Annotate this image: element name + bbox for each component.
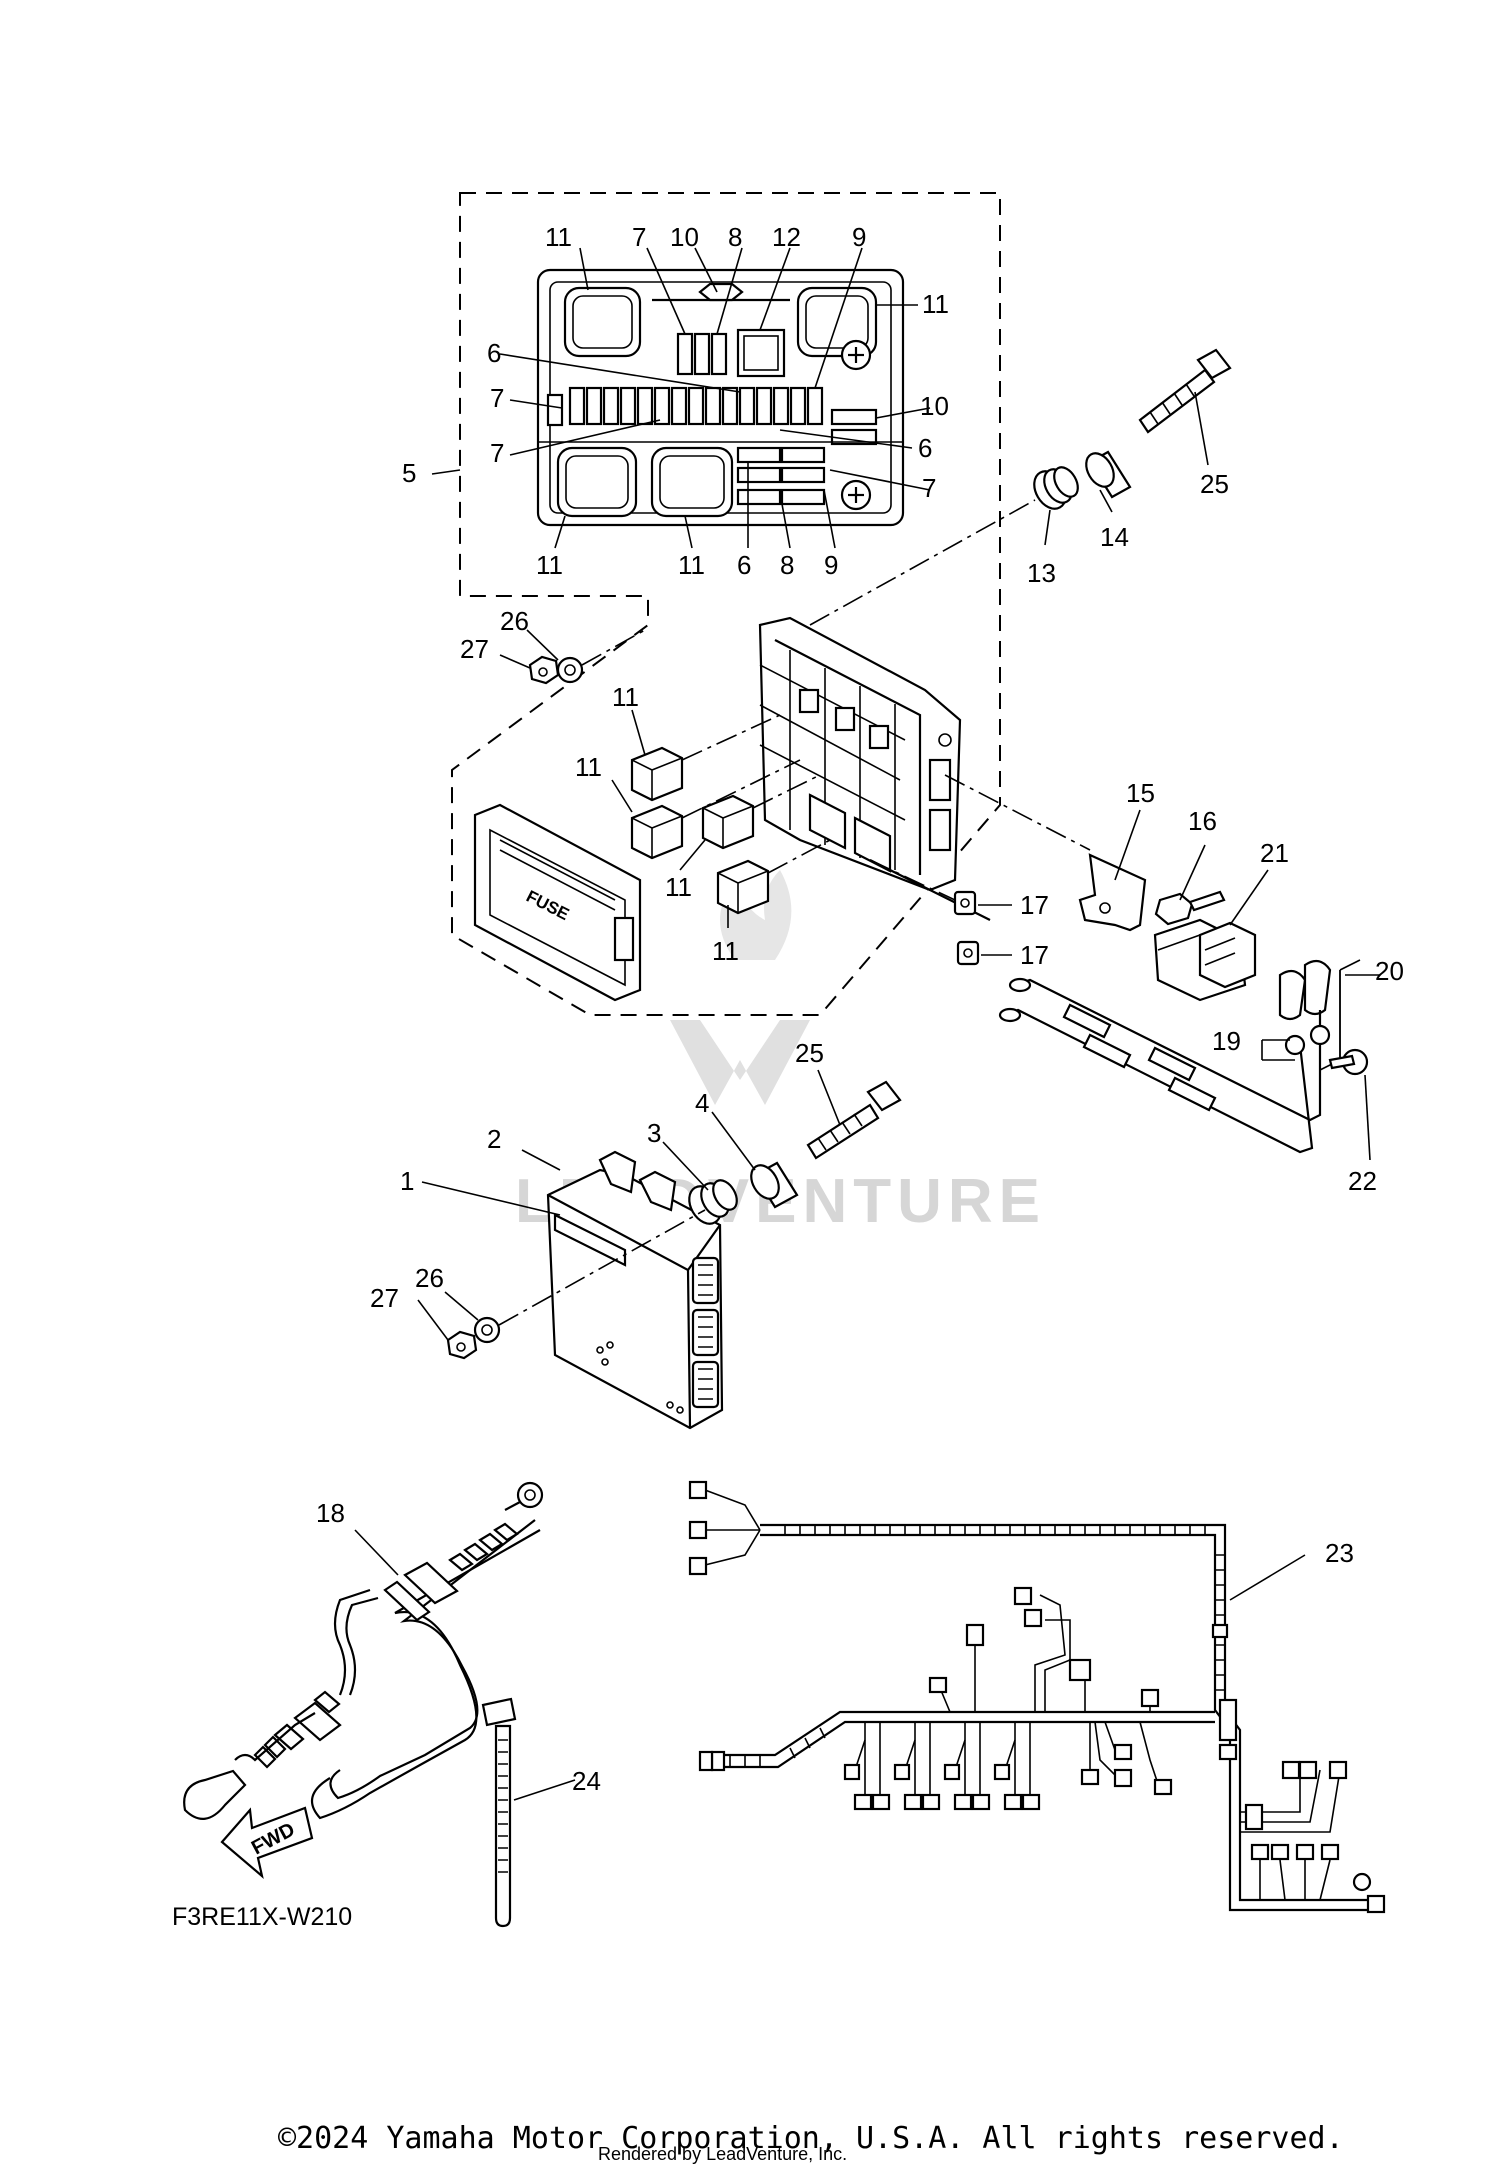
callout-11g: 11: [665, 872, 692, 902]
battery-cable-18: [183, 1481, 544, 1820]
cable-tie-24: [481, 1697, 576, 1928]
callout-11c: 11: [536, 550, 563, 580]
washer-nut-upper: [499, 629, 646, 685]
callout-7b: 7: [490, 383, 504, 413]
callout-11e: 11: [612, 682, 639, 712]
diagram-code: F3RE11X-W210: [172, 1903, 352, 1931]
callout-11a: 11: [545, 222, 572, 252]
callout-6c: 6: [737, 550, 751, 580]
fuse-cover: FUSE: [473, 803, 642, 1002]
callout-24: 24: [572, 1766, 601, 1796]
callout-18: 18: [316, 1498, 345, 1528]
callout-16: 16: [1188, 806, 1217, 836]
callout-13: 13: [1027, 558, 1056, 588]
callout-17b: 17: [1020, 940, 1049, 970]
fuse-box-body: [758, 616, 991, 921]
callout-6a: 6: [487, 338, 501, 368]
callout-27b: 27: [370, 1283, 399, 1313]
callout-5: 5: [402, 458, 416, 488]
callout-7d: 7: [922, 473, 936, 503]
callout-15: 15: [1126, 778, 1155, 808]
fwd-arrow: FWD: [220, 1806, 314, 1879]
callout-11f: 11: [575, 752, 602, 782]
fuse-box-detail: [536, 268, 905, 527]
callout-11h: 11: [712, 936, 739, 966]
callout-11b: 11: [922, 289, 949, 319]
callout-11d: 11: [678, 550, 705, 580]
callout-23: 23: [1325, 1538, 1354, 1568]
callout-10a: 10: [670, 222, 699, 252]
wire-harness-23: [688, 1480, 1386, 1914]
nuts-17: [869, 859, 1012, 966]
callout-4: 4: [695, 1088, 709, 1118]
callout-8b: 8: [780, 550, 794, 580]
relays: [611, 709, 831, 928]
callout-22: 22: [1348, 1166, 1377, 1196]
ecu-assembly: [546, 1150, 724, 1430]
callout-7a: 7: [632, 222, 646, 252]
callout-19: 19: [1212, 1026, 1241, 1056]
callout-1: 1: [400, 1166, 414, 1196]
callout-10b: 10: [920, 391, 949, 421]
copyright: ©2024 Yamaha Motor Corporation, U.S.A. A…: [278, 2121, 1344, 2156]
leaders-fuse-detail: [431, 247, 931, 549]
callout-17a: 17: [1020, 890, 1049, 920]
fuse-box-boundary: [451, 192, 1001, 1016]
callout-14: 14: [1100, 522, 1129, 552]
callout-2: 2: [487, 1124, 501, 1154]
callout-8a: 8: [728, 222, 742, 252]
callout-25b: 25: [795, 1038, 824, 1068]
callout-25a: 25: [1200, 469, 1229, 499]
callout-12: 12: [772, 222, 801, 252]
callout-9a: 9: [852, 222, 866, 252]
callout-7c: 7: [490, 438, 504, 468]
callout-3: 3: [647, 1118, 661, 1148]
callout-9b: 9: [824, 550, 838, 580]
callout-26b: 26: [415, 1263, 444, 1293]
starter-relay-assembly: [944, 774, 1380, 1161]
mount-hardware-lower: [417, 1069, 902, 1360]
callout-21: 21: [1260, 838, 1289, 868]
callout-26a: 26: [500, 606, 529, 636]
callout-27a: 27: [460, 634, 489, 664]
callout-6b: 6: [918, 433, 932, 463]
mount-hardware-upper: [809, 348, 1232, 626]
callout-20: 20: [1375, 956, 1404, 986]
rendered-by: Rendered by LeadVenture, Inc.: [598, 2144, 847, 2164]
callout-labels: 11 7 10 8 12 9 11 6 7 10 7 6 5 7 11 11 6…: [316, 222, 1404, 1796]
